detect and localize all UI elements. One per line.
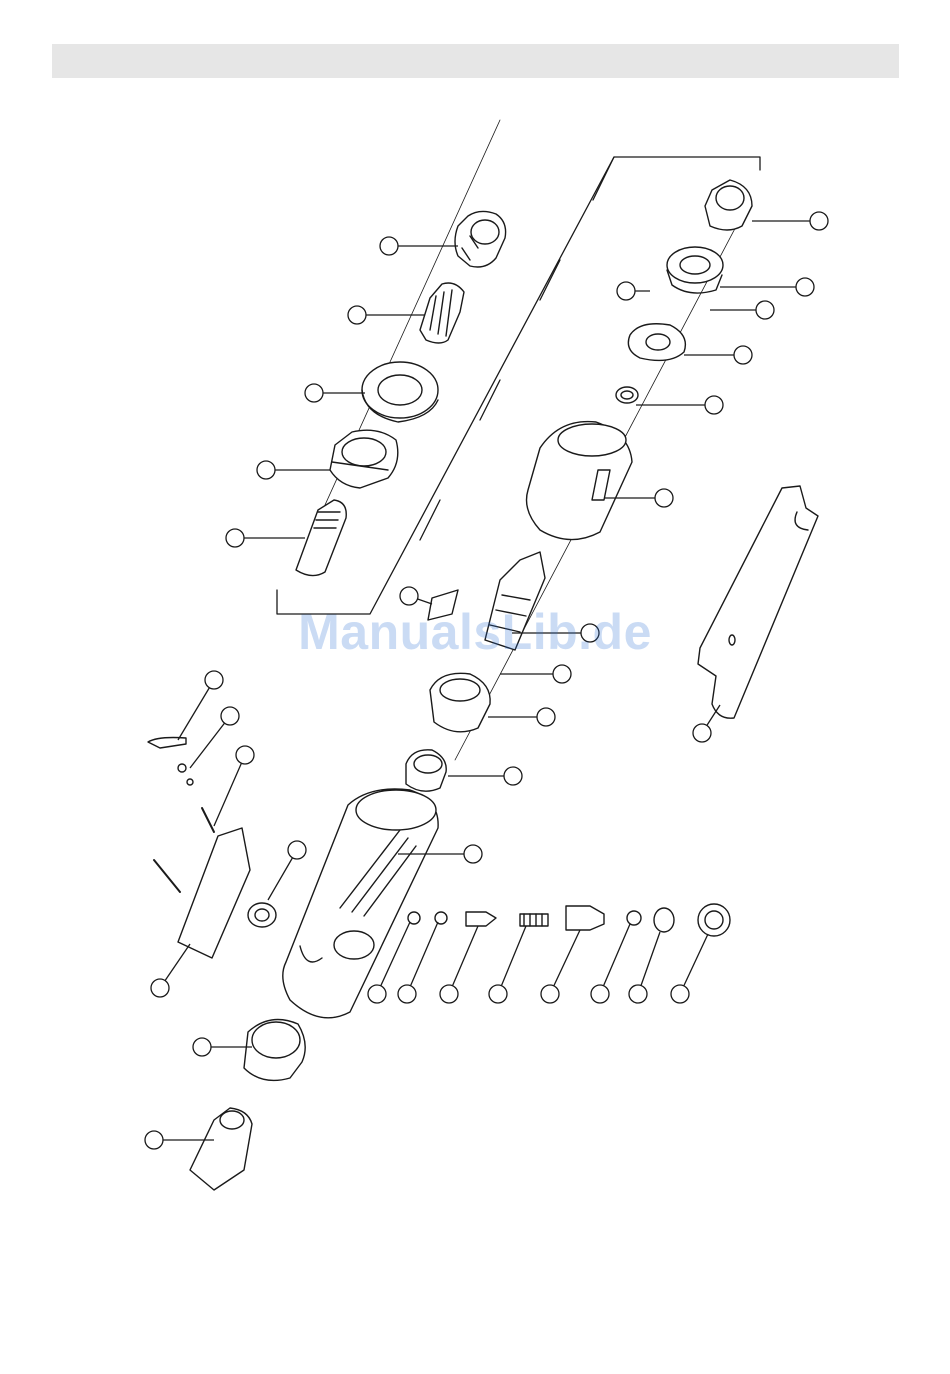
front-housing-nut-part — [330, 430, 398, 488]
callout-valve-stem — [440, 985, 458, 1003]
callout-lever-pin — [236, 746, 254, 764]
spacer-ring-part — [616, 387, 638, 403]
callout-rear-bearing — [504, 767, 522, 785]
valve-stack — [408, 904, 730, 936]
inset-frame — [277, 157, 760, 614]
callout-o-ring-2-leader — [407, 922, 438, 994]
callout-valve-spring — [489, 985, 507, 1003]
safety-lever-part — [148, 738, 186, 749]
callout-rotor-blade — [400, 587, 418, 605]
callout-pin — [553, 665, 571, 683]
callout-roll-pin-left — [617, 282, 635, 300]
front-bearing-part — [705, 180, 752, 230]
callout-gasket-leader — [638, 932, 660, 994]
cylinder-part — [527, 422, 633, 540]
collet-nut-part — [455, 211, 506, 267]
callout-o-ring-3-leader — [600, 924, 630, 994]
callout-wrench — [693, 724, 711, 742]
callout-o-ring-2 — [398, 985, 416, 1003]
lever-pin-part — [202, 808, 214, 832]
lever-spring-part — [178, 764, 186, 772]
callout-o-ring-3 — [591, 985, 609, 1003]
callout-collet-nut — [380, 237, 398, 255]
callout-lever-spring — [221, 707, 239, 725]
callout-spacer-plate — [734, 346, 752, 364]
lock-ring-part — [362, 362, 438, 422]
callout-front-housing-nut — [257, 461, 275, 479]
callout-throttle-lever — [288, 841, 306, 859]
callout-lever-pin-leader — [214, 755, 245, 826]
callout-front-bearing — [810, 212, 828, 230]
lever-long-pin — [154, 860, 180, 892]
callout-safety-lever-leader — [178, 680, 214, 740]
callout-exhaust-cover — [193, 1038, 211, 1056]
valve-bushing-part — [248, 903, 276, 927]
callout-valve-spring-leader — [498, 926, 526, 994]
callout-collet — [348, 306, 366, 324]
spacer-plate-part — [628, 324, 685, 361]
rear-end-plate-part — [430, 673, 490, 732]
callout-rotor — [581, 624, 599, 642]
callout-valve-bushing — [151, 979, 169, 997]
callout-spacer-ring — [705, 396, 723, 414]
collet-part — [420, 283, 464, 343]
callout-gasket — [629, 985, 647, 1003]
callout-front-end-plate — [796, 278, 814, 296]
callout-housing — [464, 845, 482, 863]
callout-roll-pin-right — [756, 301, 774, 319]
rear-bearing-part — [406, 750, 446, 791]
callout-air-inlet — [145, 1131, 163, 1149]
callout-lever-spring-leader — [190, 716, 230, 768]
callout-cylinder — [655, 489, 673, 507]
exhaust-cover-part — [244, 1020, 305, 1081]
callout-spindle — [226, 529, 244, 547]
callout-valve-stem-leader — [449, 926, 478, 994]
rotor-blade-part — [428, 590, 458, 620]
wrench-part — [698, 486, 818, 718]
callout-lock-ring — [305, 384, 323, 402]
callout-valve-sleeve — [541, 985, 559, 1003]
front-end-plate-part — [667, 247, 723, 293]
callout-o-ring-1 — [368, 985, 386, 1003]
callout-rear-end-plate — [537, 708, 555, 726]
housing-part — [283, 789, 438, 1018]
callout-safety-lever — [205, 671, 223, 689]
air-inlet-part — [190, 1108, 252, 1190]
throttle-lever-part — [178, 828, 250, 958]
callout-valve-sleeve-leader — [550, 930, 580, 994]
rotor-part — [485, 552, 545, 650]
callout-regulator-plug-leader — [680, 934, 708, 994]
callout-regulator-plug — [671, 985, 689, 1003]
